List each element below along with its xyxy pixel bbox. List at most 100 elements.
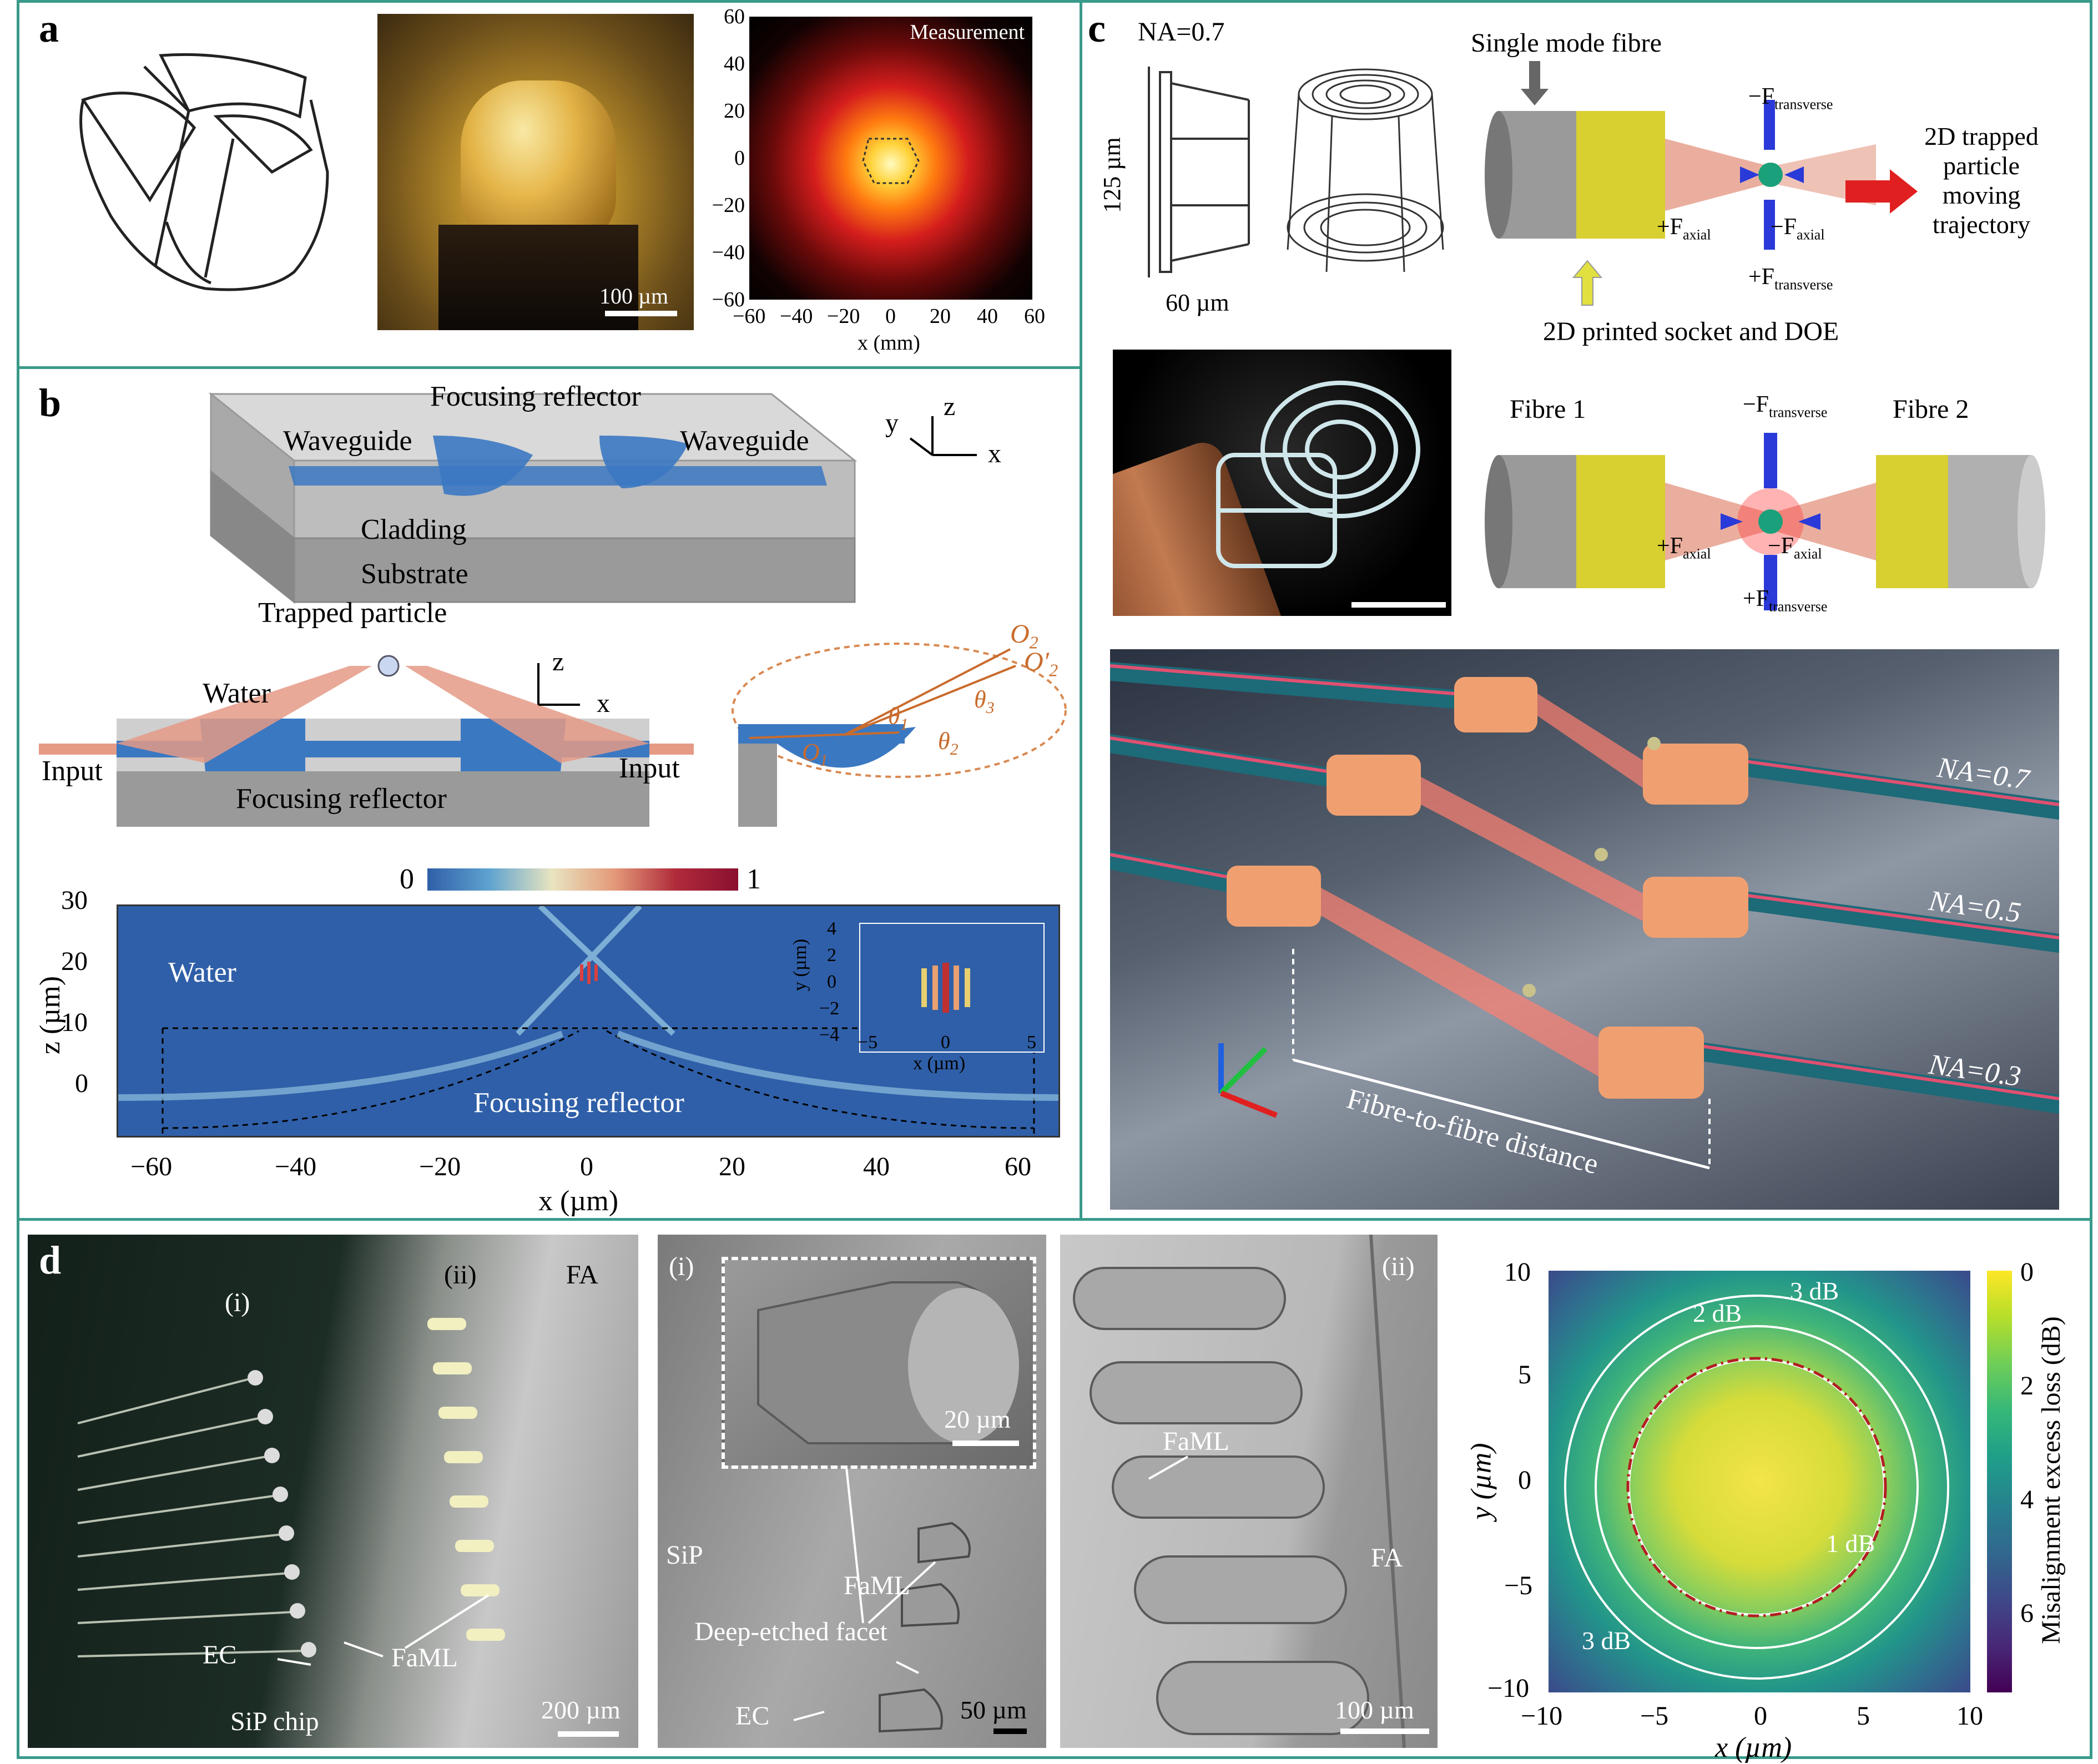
contour-xlabel: x (µm) [1715,1732,1792,1763]
f-sub: axial [1794,545,1822,562]
plot-a-xlabel: x (mm) [858,331,920,355]
colorbar-b [427,868,738,891]
f-sub: transverse [1774,276,1833,293]
waveguide-right-label: Waveguide [680,425,809,457]
plot-a-yticks: 60 40 20 0 −20 −40 −60 [710,5,745,311]
xtick: 40 [977,305,998,328]
socket-up-arrow-icon [1572,260,1603,306]
microlens-sketch [79,53,329,291]
xtick: 20 [930,305,951,328]
inset-plot [859,923,1045,1053]
theta2-label: θ2 [938,727,959,759]
photo1-sip: SiP chip [230,1707,319,1736]
water-plot-label: Water [168,957,236,988]
ytick: −60 [712,288,745,311]
O2p-sub: 2 [1049,660,1058,680]
microlens-body [461,80,616,247]
contour-ytick: 10 [1504,1257,1531,1287]
field-ytick: 20 [61,947,88,976]
xtick: −20 [827,305,860,328]
socket-render [1216,381,1420,568]
sem1-ec: EC [735,1701,770,1731]
f-sub: axial [1683,226,1711,243]
contour-ytick: 5 [1518,1360,1531,1389]
scale-bar [1351,602,1446,608]
f-letter: −F [1748,84,1775,109]
scale-bar [558,1731,619,1737]
focusing-reflector-plot-label: Focusing reflector [473,1087,684,1119]
f-axial-plus-2: +Faxial [1657,533,1711,562]
scale-bar [605,311,677,316]
scale-label: 100 µm [599,284,669,309]
inset-xtick: 0 [941,1032,950,1053]
cross-section-diagram [39,655,694,827]
chip-3d-schematic [208,392,858,604]
fibre2-label: Fibre 2 [1893,395,1969,424]
f-sub: axial [1797,226,1825,243]
focusing-reflector-label-2: Focusing reflector [236,783,447,815]
ytick: −40 [712,241,745,264]
theta3-sub: 3 [986,698,995,717]
colorbar-label: Misalignment excess loss (dB) [2036,1316,2066,1644]
aperture-outline [862,138,920,184]
contour-1db: 1 dB [1826,1529,1875,1558]
inset-ytick: −4 [819,1025,840,1045]
inset-fringes [921,963,970,1013]
dim-width-label: 60 µm [1166,289,1229,316]
measurement-plot: Measurement [749,17,1032,300]
contour-ytick: −5 [1504,1571,1533,1600]
na-label: NA=0.7 [1138,17,1225,47]
inset-xtick: −5 [858,1032,878,1053]
photo1-ii: (ii) [444,1260,477,1290]
f-letter: −F [1743,392,1769,417]
f-letter: +F [1743,586,1769,611]
trajectory-label: 2D trapped particle moving trajectory [1924,122,2039,239]
contour-2db: 2 dB [1693,1299,1742,1327]
f-letter: +F [1657,214,1683,240]
colorbar-tick: 4 [2020,1485,2034,1514]
theta2-letter: θ [938,727,950,755]
contour-colorbar [1987,1271,2012,1692]
xtick: 60 [1024,305,1045,328]
sem1-sip: SiP [666,1540,703,1570]
microlens-photo: 100 µm [377,14,694,330]
colorbar-tick: 2 [2020,1371,2034,1401]
socket-cross-section [1148,67,1250,277]
theta1-sub: 1 [900,715,909,734]
field-xtick: −40 [275,1152,317,1181]
field-xtick: 60 [1005,1152,1031,1181]
trajectory-arrow-icon [1845,169,1918,214]
field-plot-art [118,906,1058,1136]
cladding-label: Cladding [361,514,467,545]
axis-z: z [944,392,956,421]
colorbar-b-max: 1 [747,863,761,895]
f-sub: transverse [1769,404,1828,421]
O1-sub: 1 [819,751,828,770]
xtick: −40 [780,305,813,328]
faml-inset-art [757,1281,1019,1444]
focusing-reflector-label: Focusing reflector [430,381,641,412]
O1-label: O1 [802,738,828,770]
chip-photo-art [77,1318,505,1666]
colorbar-tick: 0 [2020,1257,2034,1287]
f-letter: −F [1771,214,1797,240]
axes-3d-icon [909,416,977,456]
inset-ytick: 0 [827,972,836,992]
O2-sub: 2 [1029,632,1038,653]
ytick: 20 [724,99,745,123]
fibre-down-arrow-icon [1521,61,1549,105]
contour-plot: 1 dB 2 dB 3 dB 3 dB [1549,1271,1970,1692]
input-right-label: Input [619,752,680,784]
field-plot: Water Focusing reflector [117,904,1060,1138]
field-xtick: 0 [580,1152,593,1181]
inset-ytick: −2 [819,998,840,1019]
field-ylabel: z (µm) [34,975,67,1055]
sem-photo-2: (ii) FaML FA 100 µm [1060,1235,1438,1748]
field-xtick: 40 [863,1152,890,1181]
colorbar-b-min: 0 [400,863,414,895]
input-left-label: Input [42,755,103,787]
contour-xtick: 10 [1956,1701,1983,1731]
ytick: 60 [724,5,745,28]
field-ytick: 10 [61,1008,88,1037]
sem2-scale: 100 µm [1335,1696,1414,1724]
